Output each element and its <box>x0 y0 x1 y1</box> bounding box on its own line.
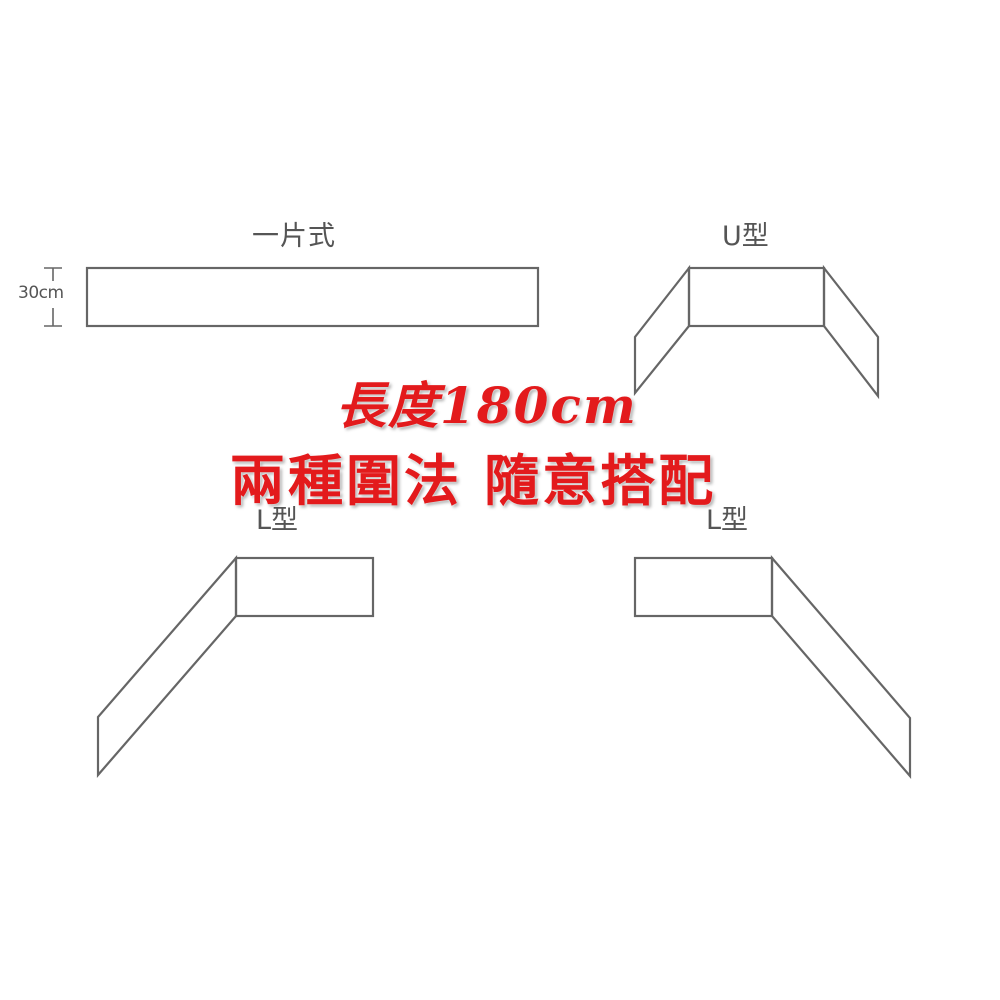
u-shape-drawing <box>633 264 880 400</box>
l-shape-left-drawing <box>96 555 375 778</box>
height-dimension-marker <box>44 267 62 327</box>
height-dimension-label: 30cm <box>18 283 64 303</box>
flat-shape-label: 一片式 <box>252 221 336 252</box>
l-shape-right-label: L型 <box>706 505 749 536</box>
length-headline: 長度180cm <box>336 376 638 435</box>
flat-panel <box>85 266 540 328</box>
u-shape-label: U型 <box>722 221 769 252</box>
usage-headline: 兩種圍法 隨意搭配 <box>230 448 717 513</box>
l-shape-left-label: L型 <box>256 505 299 536</box>
l-shape-right-drawing <box>633 555 912 779</box>
